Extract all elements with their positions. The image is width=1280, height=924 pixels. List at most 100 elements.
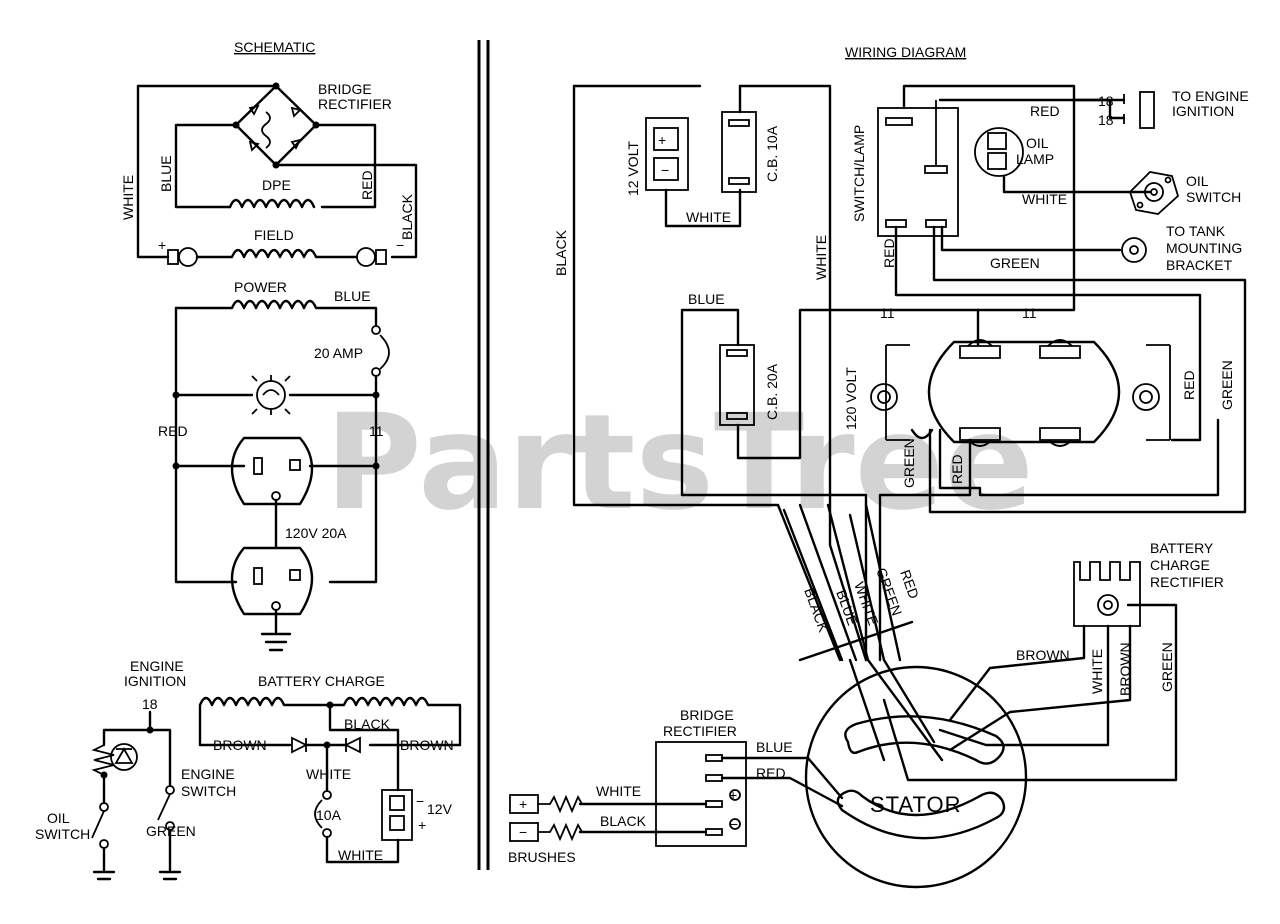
cb20-label: C.B. 20A (764, 363, 780, 420)
power-label: POWER (234, 279, 287, 295)
power-circuit (172, 299, 390, 584)
blue-a-label: BLUE (688, 291, 725, 307)
18-a-label: 18 (1098, 93, 1114, 109)
to-engine-label-2: IGNITION (1172, 103, 1234, 119)
brush-plus-label: + (519, 796, 527, 812)
wiring-title: WIRING DIAGRAM (845, 44, 966, 60)
bc-minus-label: − (416, 793, 424, 809)
cb-10a (721, 84, 757, 193)
amp-label: 20 AMP (314, 345, 363, 361)
schematic-black-label: BLACK (399, 193, 415, 240)
engine-ignition-connector (1123, 91, 1155, 129)
oil-lamp-label: OIL (1026, 135, 1049, 151)
engine-switch-label: ENGINE (181, 766, 235, 782)
bcr-label-2: CHARGE (1150, 557, 1210, 573)
red-a-label: RED (1030, 103, 1060, 119)
tank-bracket (1121, 237, 1147, 263)
to-tank-label-2: MOUNTING (1166, 240, 1242, 256)
switch-lamp-label: SWITCH/LAMP (851, 125, 867, 222)
blue-b-label: BLUE (756, 739, 793, 755)
to-tank-label: TO TANK (1166, 223, 1226, 239)
battery-charge-label: BATTERY CHARGE (258, 673, 385, 689)
brown-a-label: BROWN (1016, 647, 1070, 663)
field-coil (167, 247, 387, 267)
oil-switch (1128, 171, 1180, 215)
cb10-label: C.B. 10A (764, 125, 780, 182)
receptacle-label: 120V 20A (285, 525, 347, 541)
oil-lamp-label-2: LAMP (1016, 151, 1054, 167)
svg-text:−: − (661, 162, 669, 178)
white-c-label: WHITE (1022, 191, 1067, 207)
wire-bundle (782, 503, 944, 762)
schematic-red-label: RED (359, 170, 375, 200)
power-blue-label: BLUE (334, 288, 371, 304)
white-e-label: WHITE (596, 783, 641, 799)
bcr-label-3: RECTIFIER (1150, 574, 1224, 590)
engine-ignition-label-2: IGNITION (124, 673, 186, 689)
bc-white-label: WHITE (306, 766, 351, 782)
schematic-white-label: WHITE (120, 175, 136, 220)
schematic-title: SCHEMATIC (234, 39, 315, 55)
bridge-label: BRIDGE (680, 707, 734, 723)
engine-ignition-label: ENGINE (130, 658, 184, 674)
svg-text:+: + (658, 132, 666, 148)
18-b-label: 18 (1098, 112, 1114, 128)
watermark: PartsTree (325, 386, 1034, 540)
brushes-label: BRUSHES (508, 849, 576, 865)
11-b-label: 11 (1022, 305, 1037, 321)
receptacle-symbol (230, 436, 314, 652)
battery-charge-rectifier (882, 561, 1178, 782)
black-b-label: BLACK (600, 813, 647, 829)
white-a-label: WHITE (686, 209, 731, 225)
battery-charge-circuit (198, 696, 462, 864)
bc-brown-right: BROWN (400, 737, 454, 753)
dpe-coil (228, 198, 316, 209)
brush-minus-label: − (519, 824, 527, 840)
bc-white-label-2: WHITE (338, 847, 383, 863)
brown-b-label: BROWN (1117, 642, 1133, 696)
engine-switch-label-2: SWITCH (181, 783, 236, 799)
white-b-label: WHITE (813, 235, 829, 280)
bc-12v-label: 12V (427, 801, 453, 817)
bridge-label-2: RECTIFIER (663, 723, 737, 739)
brushes (509, 794, 583, 842)
oil-switch-label-2: SWITCH (1186, 189, 1241, 205)
schematic-11-label: 11 (369, 423, 384, 439)
field-minus: − (396, 237, 404, 253)
bundle-label-4: RED (897, 568, 922, 601)
12v-label: 12 VOLT (625, 141, 641, 196)
120v-label: 120 VOLT (843, 367, 859, 430)
120v-receptacle (870, 308, 1220, 662)
stator (804, 665, 1028, 889)
ignition-18-label: 18 (142, 696, 158, 712)
white-wire (738, 84, 868, 662)
red-d-label: RED (949, 454, 965, 484)
oil-switch-label: OIL (1186, 173, 1209, 189)
11-a-label: 11 (880, 305, 895, 321)
black-a-label: BLACK (553, 229, 569, 276)
dpe-label: DPE (262, 177, 291, 193)
red-b-label: RED (881, 238, 897, 268)
oil-switch-label: OIL (47, 810, 70, 826)
schematic-blue-label: BLUE (158, 155, 174, 192)
oil-switch-label-2: SWITCH (35, 826, 90, 842)
bc-black-label: BLACK (344, 716, 391, 732)
bcr-label: BATTERY (1150, 540, 1214, 556)
schematic-bridge-label-2: RECTIFIER (318, 96, 392, 112)
red-e-label: RED (756, 765, 786, 781)
schematic-bridge-label: BRIDGE (318, 81, 372, 97)
bc-10a-label: 10A (316, 807, 342, 823)
green-d-label: GREEN (1159, 642, 1175, 692)
green-a-label: GREEN (990, 255, 1040, 271)
to-tank-label-3: BRACKET (1166, 257, 1233, 273)
ignition-circuit (91, 710, 182, 881)
stator-label: STATOR (870, 792, 962, 817)
black-wire (572, 84, 842, 662)
12v-socket: + − (645, 117, 742, 228)
green-c-label: GREEN (901, 438, 917, 488)
bc-plus-label: + (418, 817, 426, 833)
bridge-rectifier-symbol (136, 82, 418, 259)
schematic-green-label: GREEN (146, 823, 196, 839)
cb-20a (680, 308, 980, 662)
